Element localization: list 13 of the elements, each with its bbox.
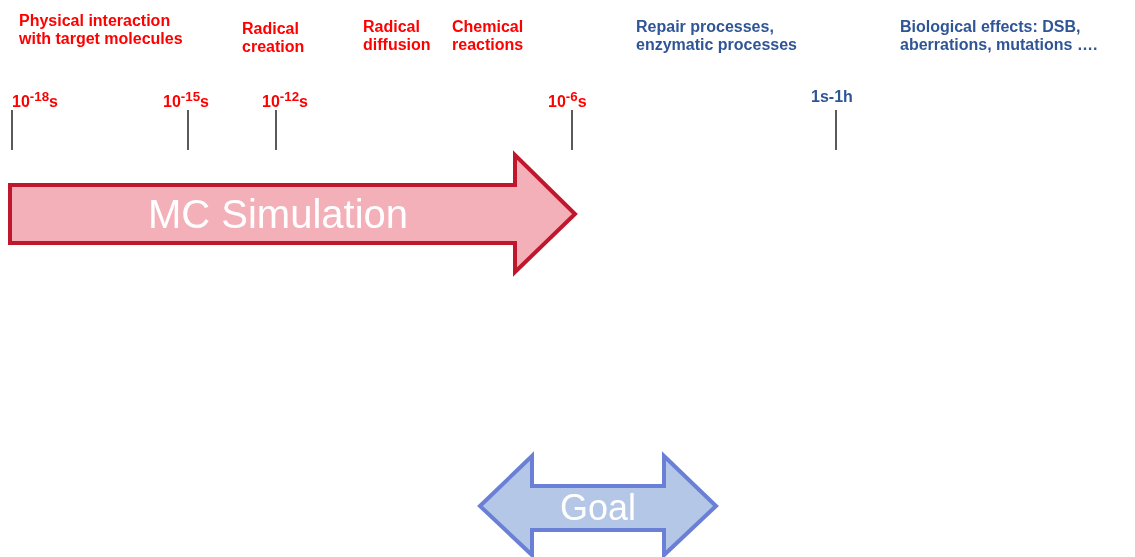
phase-label: Physical interaction with target molecules [19,12,184,48]
arrow-label: Goal [560,487,636,529]
phase-label: Chemical reactions [452,18,525,54]
time-label: 10$^{-6}$s [548,88,587,112]
phase-label: Radical creation [242,20,306,56]
arrow-label: MC Simulation [147,191,409,237]
time-label: 1s-1h [811,88,853,106]
time-label: 10$^{-15}$s [163,88,209,112]
time-label: 10$^{-12}$s [262,88,308,112]
time-label: 10$^{-18}$s [12,88,58,112]
phase-label: Radical diffusion [363,18,432,54]
phase-label: Repair processes, enzymatic processes [636,18,798,54]
phase-label: Biological effects: DSB, aberrations, mutations …. [900,18,1099,54]
